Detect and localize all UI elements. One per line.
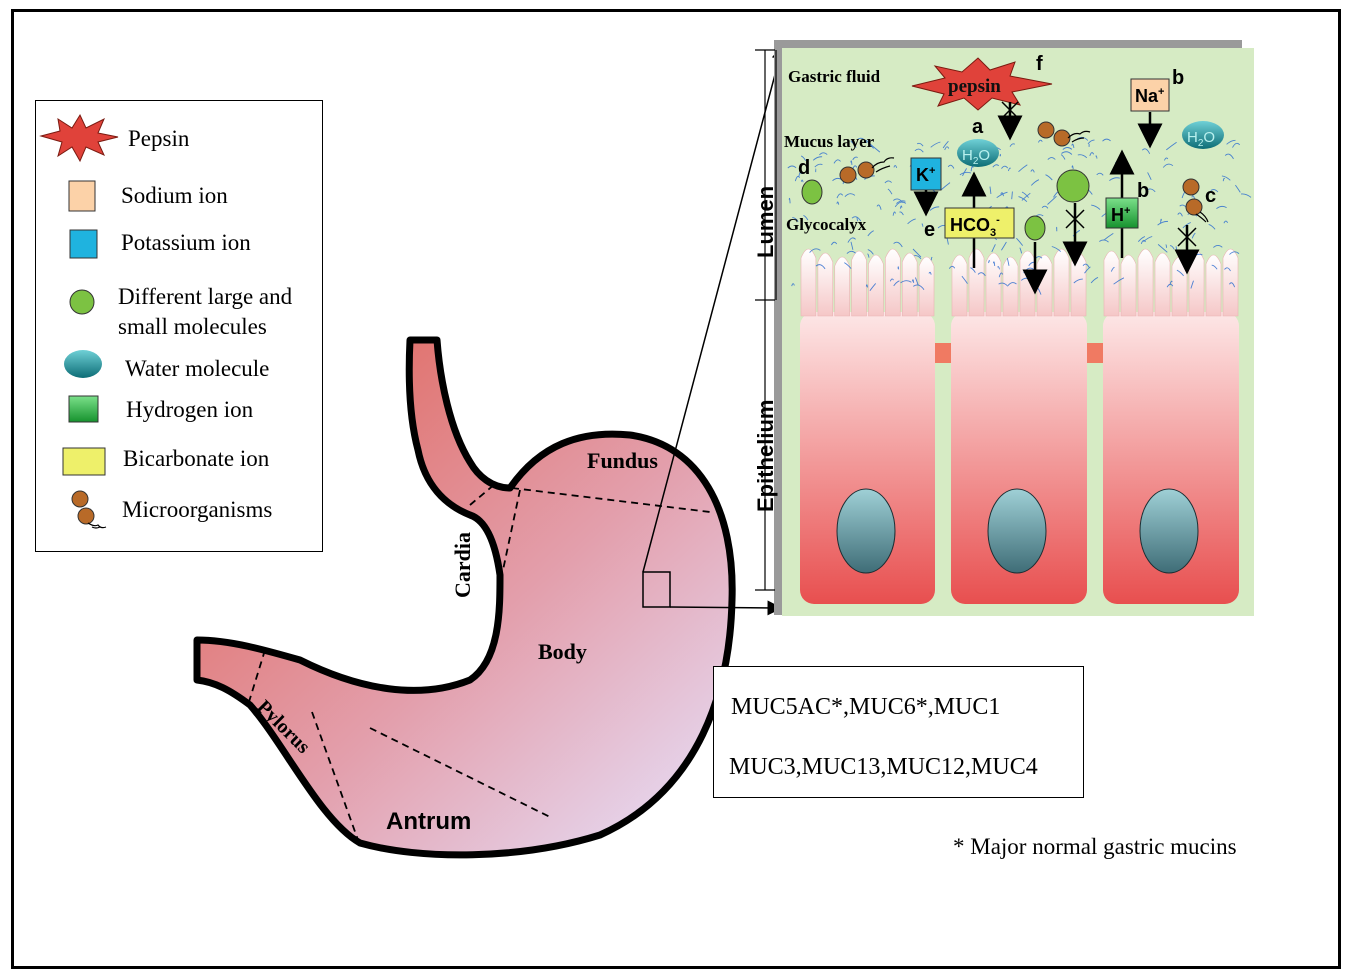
microvillus xyxy=(952,255,967,316)
microvillus xyxy=(969,249,984,316)
large-molecule-inset xyxy=(1057,170,1089,202)
region-label-cardia: Cardia xyxy=(450,532,475,598)
zoom-line-bottom xyxy=(670,607,775,608)
molecule-inset-d xyxy=(802,180,822,204)
microvillus xyxy=(801,249,816,316)
gastric-fluid-label: Gastric fluid xyxy=(788,67,881,86)
mucin-line-1: MUC5AC*,MUC6*,MUC1 xyxy=(731,694,1000,721)
microvillus xyxy=(818,253,833,316)
microvillus xyxy=(1189,251,1204,316)
microvillus xyxy=(902,253,917,316)
microvillus xyxy=(852,251,867,316)
region-label-fundus: Fundus xyxy=(587,448,658,473)
epithelium-label: Epithelium xyxy=(753,400,778,512)
microvillus xyxy=(1138,249,1153,316)
microvillus xyxy=(1172,257,1187,316)
microvillus xyxy=(1071,253,1086,316)
letter-e: e xyxy=(924,219,935,241)
lumen-label: Lumen xyxy=(753,186,778,258)
stomach: Fundus Body Antrum Cardia Pylorus xyxy=(197,52,781,855)
mucus-strand xyxy=(1150,140,1151,142)
microvillus xyxy=(1206,255,1221,316)
microvillus xyxy=(885,249,900,316)
inset-shadow-top xyxy=(774,40,1242,48)
small-molecule-inset xyxy=(1025,216,1045,240)
letter-b-top: b xyxy=(1172,67,1184,89)
microvillus xyxy=(1037,255,1052,316)
microvillus xyxy=(1121,255,1136,316)
microvillus xyxy=(1155,253,1170,316)
letter-d: d xyxy=(798,157,810,179)
region-label-antrum: Antrum xyxy=(386,808,471,835)
microvillus xyxy=(1104,251,1119,316)
inset-shadow-left xyxy=(774,40,782,615)
microvillus xyxy=(835,257,850,316)
tight-junction-2 xyxy=(1087,343,1103,363)
inset-panel: Lumen Epithelium Gastric fluid Mucus lay… xyxy=(753,40,1254,616)
nucleus-3 xyxy=(1140,489,1198,573)
letter-c: c xyxy=(1205,185,1216,207)
microvillus xyxy=(869,255,884,316)
glycocalyx-label: Glycocalyx xyxy=(786,215,867,234)
pepsin-inset-label: pepsin xyxy=(948,76,1001,97)
letter-b-lower: b xyxy=(1137,180,1149,202)
letter-f: f xyxy=(1036,53,1043,75)
microvillus xyxy=(1054,249,1069,316)
nucleus-1 xyxy=(837,489,895,573)
microvillus xyxy=(1020,251,1035,316)
mucin-line-2: MUC3,MUC13,MUC12,MUC4 xyxy=(729,754,1038,781)
footnote: * Major normal gastric mucins xyxy=(953,834,1237,860)
letter-a: a xyxy=(972,116,984,138)
nucleus-2 xyxy=(988,489,1046,573)
microvillus xyxy=(1003,257,1018,316)
region-label-body: Body xyxy=(538,639,587,664)
mucus-layer-label: Mucus layer xyxy=(784,132,875,151)
tight-junction-1 xyxy=(935,343,951,363)
